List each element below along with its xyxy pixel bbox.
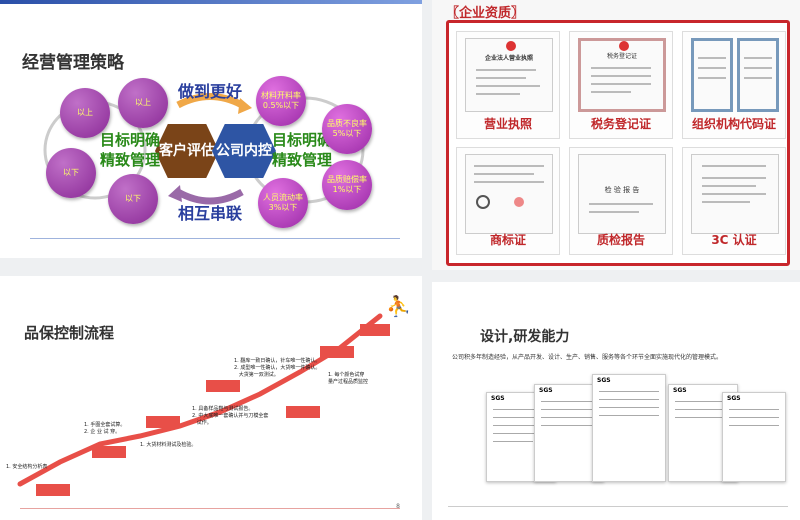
cert-document	[691, 38, 733, 112]
test-report: SGS	[592, 374, 666, 482]
top-accent-bar	[0, 0, 422, 4]
slide-title: 经营管理策略	[22, 53, 124, 73]
left-circle-2: 以上	[118, 78, 168, 128]
footer-line	[20, 508, 400, 509]
certificates-frame: 企业法人营业执照 营业执照 税务登记证 税务登记证	[446, 20, 790, 266]
cert-label: 税务登记证	[590, 117, 651, 131]
top-phrase: 做到更好	[178, 82, 243, 101]
cert-document: 企业法人营业执照	[465, 38, 553, 112]
client-eval-hexagon: 客户评估	[155, 124, 219, 178]
step-note: 1. 手图全套试算。 2. 企 业 试 穿。	[84, 422, 126, 435]
step-tag	[36, 484, 70, 496]
step-note: 1. 翻库一致日确认，针车唯一性确认。 2. 成型唯一性确认，大货唯一件确认。 …	[234, 358, 321, 378]
step-tag	[286, 406, 320, 418]
cert-label: 商标证	[489, 233, 526, 247]
cert-document	[691, 154, 779, 234]
step-note: 1. 安全结构分析表	[6, 464, 48, 470]
step-tag	[146, 416, 180, 428]
cert-label: 3C 认证	[711, 233, 757, 247]
right-circle-4: 人员流动率3%以下	[258, 178, 308, 228]
test-report: SGS	[722, 392, 786, 482]
step-note: 1. 每个颜色试穿 量产过程品质监控	[328, 372, 369, 385]
internal-control-hexagon: 公司内控	[212, 124, 276, 178]
section-header: 〖企业资质〗	[446, 6, 525, 21]
slide-title: 设计,研发能力	[480, 329, 570, 345]
left-circle-4: 以下	[108, 174, 158, 224]
cert-document	[737, 38, 779, 112]
step-tag	[92, 446, 126, 458]
slide-description: 公司积多年制造经验，从产品开发、设计、生产、销售、服务等各个环节全面实施现代化的…	[452, 354, 723, 361]
process-staircase	[17, 313, 383, 487]
cert-document: 税务登记证	[578, 38, 666, 112]
footer-line	[448, 506, 788, 507]
seal-icon	[619, 41, 629, 51]
rnd-slide: 设计,研发能力 公司积多年制造经验，从产品开发、设计、生产、销售、服务等各个环节…	[432, 282, 800, 520]
left-circle-3: 以下	[46, 148, 96, 198]
step-tag	[206, 380, 240, 392]
cert-label: 组织机构代码证	[691, 117, 776, 131]
cert-tax-registration: 税务登记证 税务登记证	[569, 31, 673, 139]
step-tag	[320, 346, 354, 358]
page-number: 8	[396, 503, 400, 510]
right-circle-3: 品质赔偿率1%以下	[322, 160, 372, 210]
left-circle-1: 以上	[60, 88, 110, 138]
step-tag	[360, 324, 390, 336]
trademark-logo-icon	[476, 195, 490, 209]
step-note: 1. 具备样品鞋与测试报告。 2. 中大底唯一套确认并与刀模全套 试作。	[192, 406, 269, 426]
cert-3c: 3C 认证	[682, 147, 786, 255]
cert-trademark: 商标证	[456, 147, 560, 255]
qualifications-slide: 〖企业资质〗 企业法人营业执照 营业执照 税务登记证 税务登记证	[432, 0, 800, 270]
cert-document: 检 验 报 告	[578, 154, 666, 234]
right-goal-text: 目标明确精致管理	[272, 131, 333, 169]
seal-icon	[506, 41, 516, 51]
quality-process-slide: 品保控制流程 ⛹ 1. 安全结构分析表 1. 手图全套试算。 2. 企 业 试 …	[0, 276, 422, 520]
cert-document	[465, 154, 553, 234]
bottom-phrase: 相互串联	[178, 204, 243, 223]
strategy-slide: 经营管理策略 做到更好 相互串联 客户评估 公司内控 目标明确精致管理 目标明确…	[0, 0, 422, 258]
cert-org-code: 组织机构代码证	[682, 31, 786, 139]
step-note: 1. 大货材料测试及检验。	[140, 442, 197, 448]
cert-business-license: 企业法人营业执照 营业执照	[456, 31, 560, 139]
cert-label: 质检报告	[596, 233, 645, 247]
cert-quality-report: 检 验 报 告 质检报告	[569, 147, 673, 255]
seal-icon	[514, 197, 524, 207]
right-circle-1: 材料开料率0.5%以下	[256, 76, 306, 126]
left-goal-text: 目标明确精致管理	[100, 131, 161, 169]
slide-title: 品保控制流程	[24, 324, 115, 342]
right-circle-2: 品质不良率5%以下	[322, 104, 372, 154]
footer-line	[30, 238, 400, 239]
cert-label: 营业执照	[483, 117, 532, 131]
climber-icon: ⛹	[386, 294, 411, 318]
